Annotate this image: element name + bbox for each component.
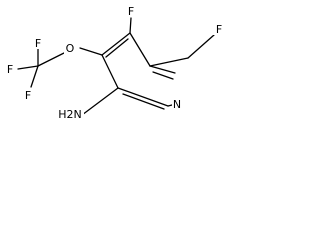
bond-c5-n [81, 87, 119, 116]
atom-label-o: O [66, 42, 75, 55]
atom-nh2: H2N [56, 107, 84, 121]
atom-label-nh2: H2N [58, 108, 82, 121]
bond-c4-o [79, 47, 103, 56]
bond-c2-ch2 [149, 57, 189, 67]
atom-f-cf3-top: F [32, 36, 43, 50]
bond-n1-c2 [149, 65, 176, 74]
bond-cf3-f-bottom [30, 65, 39, 88]
bond-c2-c3 [129, 32, 151, 67]
atom-f-methyl: F [213, 22, 224, 36]
atom-f-ring: F [126, 4, 137, 18]
molecule-structure: N F F O F F F H2N [4, 4, 224, 121]
bond-o-cf3 [37, 52, 65, 67]
atom-label-f-cf3-top: F [35, 37, 41, 50]
bond-n1-c2-double [152, 71, 174, 80]
atom-f-cf3-bottom: F [22, 88, 33, 102]
bond-c3-c4-double [105, 38, 129, 58]
bond-c5-c6 [117, 87, 169, 107]
bond-ch2-f [187, 34, 215, 59]
bond-c3-c4 [101, 32, 131, 56]
atom-n-ring: N [172, 97, 184, 111]
atom-o-ether: O [64, 41, 76, 55]
atom-label-f-ring: F [128, 5, 134, 18]
pyridine-ring [101, 32, 177, 110]
atom-label-f-cf3-bottom: F [25, 89, 31, 102]
bond-c5-c6-double [122, 93, 165, 110]
atom-label-f-methyl: F [216, 23, 222, 36]
bond-c4-c5 [101, 54, 119, 89]
bond-c3-f [129, 17, 132, 34]
bond-cf3-f-left [17, 65, 39, 70]
atom-f-cf3-left: F [4, 62, 15, 76]
atom-label-f-cf3-left: F [7, 63, 13, 76]
atom-label-n: N [173, 98, 181, 111]
